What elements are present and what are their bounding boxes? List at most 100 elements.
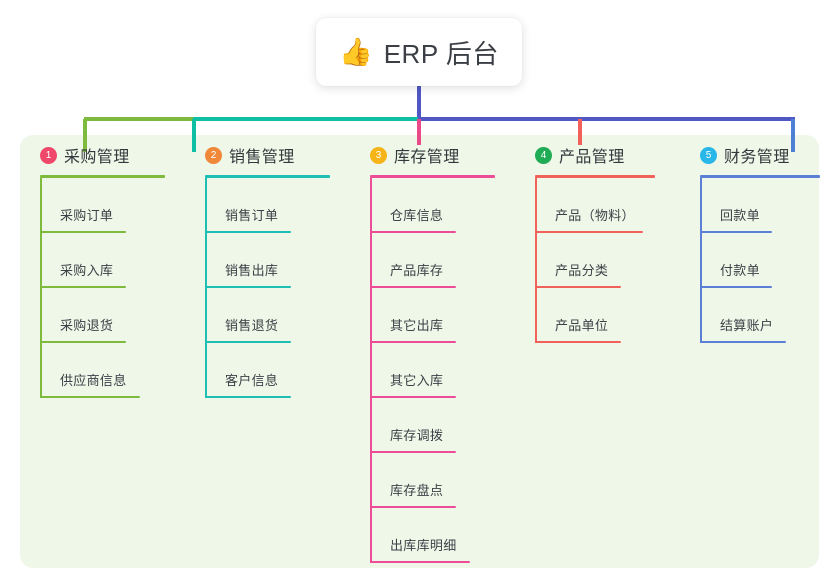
list-item-rule bbox=[205, 231, 291, 233]
column-rule-1 bbox=[40, 175, 165, 178]
column-items-2: 销售订单销售出库销售退货客户信息 bbox=[205, 178, 345, 398]
column-badge-1: 1 bbox=[40, 146, 57, 164]
list-item[interactable]: 库存盘点 bbox=[370, 453, 520, 508]
columns-panel-background bbox=[20, 135, 819, 568]
list-item-label: 采购退货 bbox=[60, 318, 114, 333]
list-item-label: 销售退货 bbox=[225, 318, 279, 333]
column-badge-5: 5 bbox=[700, 146, 717, 164]
list-item-label: 结算账户 bbox=[720, 318, 774, 333]
column-rule-4 bbox=[535, 175, 655, 178]
list-item[interactable]: 库存调拨 bbox=[370, 398, 520, 453]
list-item[interactable]: 回款单 bbox=[700, 178, 830, 233]
column-rule-2 bbox=[205, 175, 330, 178]
list-item[interactable]: 销售出库 bbox=[205, 233, 345, 288]
list-item[interactable]: 付款单 bbox=[700, 233, 830, 288]
list-item-label: 库存调拨 bbox=[390, 428, 444, 443]
list-item-label: 产品分类 bbox=[555, 263, 609, 278]
list-item-rule bbox=[700, 231, 772, 233]
list-item-rule bbox=[205, 396, 291, 398]
list-item-rule bbox=[370, 506, 456, 508]
column-title-5: 财务管理 bbox=[724, 149, 790, 166]
list-item-label: 采购入库 bbox=[60, 263, 114, 278]
list-item-rule bbox=[205, 286, 291, 288]
list-item[interactable]: 产品库存 bbox=[370, 233, 520, 288]
list-item[interactable]: 其它出库 bbox=[370, 288, 520, 343]
column-rule-5 bbox=[700, 175, 820, 178]
list-item-label: 其它入库 bbox=[390, 373, 444, 388]
list-item[interactable]: 出库库明细 bbox=[370, 508, 520, 563]
list-item-label: 产品（物料） bbox=[555, 208, 635, 223]
list-item[interactable]: 采购入库 bbox=[40, 233, 180, 288]
column-header-4[interactable]: 4 产品管理 bbox=[515, 135, 685, 175]
column-header-3[interactable]: 3 库存管理 bbox=[350, 135, 520, 175]
list-item-label: 产品库存 bbox=[390, 263, 444, 278]
column-spine-5 bbox=[700, 178, 702, 343]
column-1: 1 采购管理采购订单采购入库采购退货供应商信息 bbox=[20, 135, 180, 398]
list-item[interactable]: 产品单位 bbox=[535, 288, 685, 343]
list-item[interactable]: 结算账户 bbox=[700, 288, 830, 343]
column-spine-1 bbox=[40, 178, 42, 398]
column-title-2: 销售管理 bbox=[229, 149, 295, 166]
list-item[interactable]: 销售订单 bbox=[205, 178, 345, 233]
column-header-5[interactable]: 5 财务管理 bbox=[680, 135, 830, 175]
list-item[interactable]: 客户信息 bbox=[205, 343, 345, 398]
list-item-rule bbox=[370, 396, 456, 398]
list-item-rule bbox=[40, 286, 126, 288]
list-item-rule bbox=[535, 231, 643, 233]
list-item-label: 付款单 bbox=[720, 263, 760, 278]
list-item-label: 供应商信息 bbox=[60, 373, 127, 388]
list-item-rule bbox=[700, 286, 772, 288]
list-item-rule bbox=[370, 341, 456, 343]
column-badge-3: 3 bbox=[370, 146, 387, 164]
column-3: 3 库存管理仓库信息产品库存其它出库其它入库库存调拨库存盘点出库库明细 bbox=[350, 135, 520, 563]
list-item-label: 客户信息 bbox=[225, 373, 279, 388]
list-item-label: 销售出库 bbox=[225, 263, 279, 278]
root-node-card[interactable]: 👍 ERP 后台 bbox=[316, 18, 522, 86]
column-title-3: 库存管理 bbox=[394, 149, 460, 166]
column-5: 5 财务管理回款单付款单结算账户 bbox=[680, 135, 830, 343]
column-badge-4: 4 bbox=[535, 146, 552, 164]
list-item-rule bbox=[535, 286, 621, 288]
list-item-label: 库存盘点 bbox=[390, 483, 444, 498]
list-item[interactable]: 产品分类 bbox=[535, 233, 685, 288]
column-items-3: 仓库信息产品库存其它出库其它入库库存调拨库存盘点出库库明细 bbox=[370, 178, 520, 563]
column-header-1[interactable]: 1 采购管理 bbox=[20, 135, 180, 175]
list-item-rule bbox=[40, 341, 126, 343]
list-item[interactable]: 采购退货 bbox=[40, 288, 180, 343]
column-spine-2 bbox=[205, 178, 207, 398]
list-item-rule bbox=[535, 341, 621, 343]
list-item[interactable]: 供应商信息 bbox=[40, 343, 180, 398]
column-rule-3 bbox=[370, 175, 495, 178]
list-item-label: 其它出库 bbox=[390, 318, 444, 333]
list-item-label: 出库库明细 bbox=[390, 538, 457, 553]
column-items-1: 采购订单采购入库采购退货供应商信息 bbox=[40, 178, 180, 398]
root-node-title: ERP 后台 bbox=[383, 38, 499, 69]
list-item[interactable]: 销售退货 bbox=[205, 288, 345, 343]
list-item-rule bbox=[370, 231, 456, 233]
column-spine-4 bbox=[535, 178, 537, 343]
column-spine-3 bbox=[370, 178, 372, 563]
column-items-4: 产品（物料） 产品分类产品单位 bbox=[535, 178, 685, 343]
list-item[interactable]: 采购订单 bbox=[40, 178, 180, 233]
list-item-label: 产品单位 bbox=[555, 318, 609, 333]
thumbs-up-icon: 👍 bbox=[339, 36, 373, 67]
list-item-label: 销售订单 bbox=[225, 208, 279, 223]
list-item-label: 回款单 bbox=[720, 208, 760, 223]
column-4: 4 产品管理产品（物料） 产品分类产品单位 bbox=[515, 135, 685, 343]
list-item-rule bbox=[370, 561, 470, 563]
list-item-rule bbox=[205, 341, 291, 343]
list-item[interactable]: 其它入库 bbox=[370, 343, 520, 398]
column-title-1: 采购管理 bbox=[64, 149, 130, 166]
list-item-rule bbox=[40, 396, 140, 398]
column-title-4: 产品管理 bbox=[559, 149, 625, 166]
list-item-label: 仓库信息 bbox=[390, 208, 444, 223]
list-item[interactable]: 产品（物料） bbox=[535, 178, 685, 233]
list-item-label: 采购订单 bbox=[60, 208, 114, 223]
list-item-rule bbox=[370, 451, 456, 453]
list-item[interactable]: 仓库信息 bbox=[370, 178, 520, 233]
list-item-rule bbox=[700, 341, 786, 343]
